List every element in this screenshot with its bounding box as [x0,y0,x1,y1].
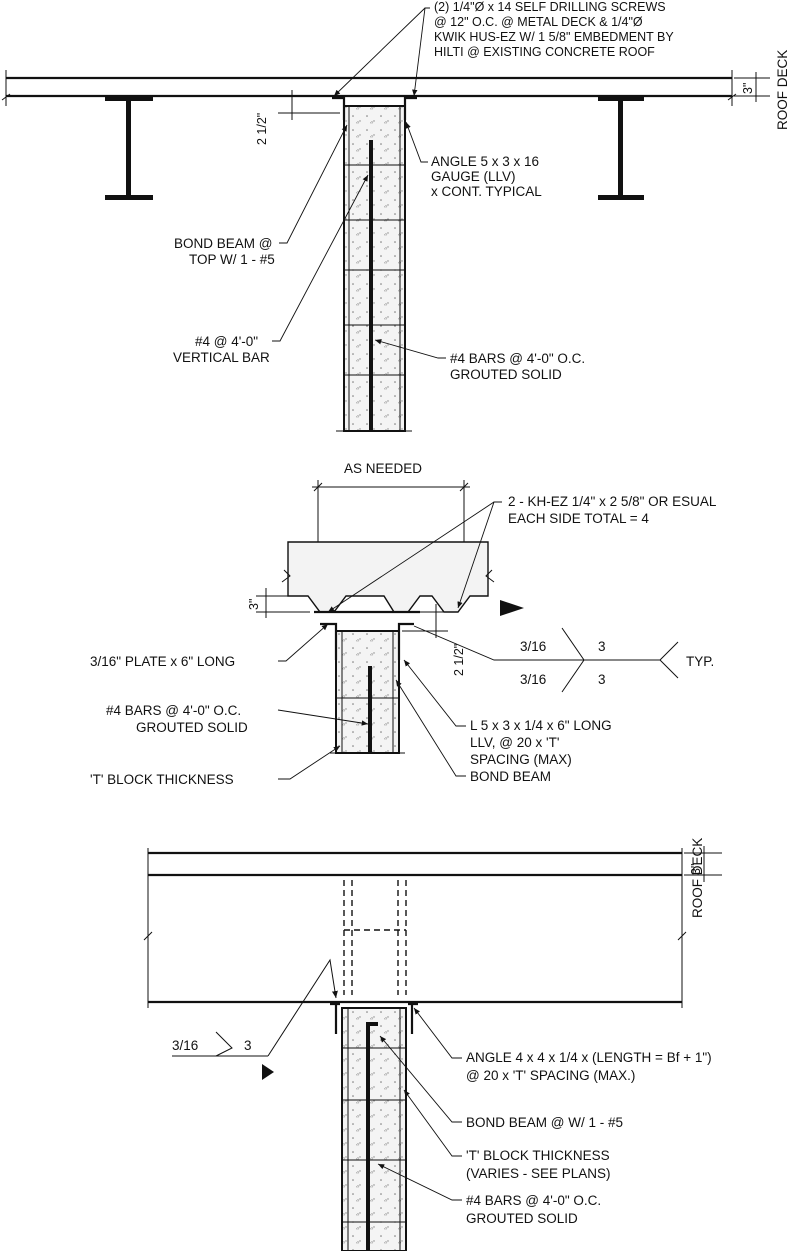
detail-3-section: 3" ROOF DECK 3/16 3 ANGLE 4 x 4 x 1 [143,838,722,1251]
svg-text:@ 12" O.C. @ METAL DECK & 1/4": @ 12" O.C. @ METAL DECK & 1/4"Ø [434,15,643,29]
masonry-wall-2 [330,630,405,754]
svg-text:BOND BEAM @: BOND BEAM @ [174,236,272,251]
svg-text:3/16: 3/16 [172,1038,198,1053]
svg-text:GROUTED SOLID: GROUTED SOLID [450,367,562,382]
weld-flag-1 [500,600,524,616]
svg-text:EACH SIDE TOTAL = 4: EACH SIDE TOTAL = 4 [508,511,649,526]
bond-beam-note-2: BOND BEAM [395,679,551,784]
svg-text:BOND BEAM @ W/ 1 - #5: BOND BEAM @ W/ 1 - #5 [466,1115,623,1130]
gap-dim-2: 2 1/2" [402,604,466,676]
angle-right-2 [397,622,414,660]
angle-note-2: L 5 x 3 x 1/4 x 6" LONG LLV, @ 20 x 'T' … [403,659,612,767]
t-block-note-3: 'T' BLOCK THICKNESS (VARIES - SEE PLANS) [403,1089,611,1181]
roof-deck-label: ROOF DECK [775,50,789,130]
plate-note: 3/16" PLATE x 6" LONG [90,623,329,669]
detail-1-section: 3" ROOF DECK 2 1/2" (2) 1/4"Ø x 14 SELF … [1,0,789,432]
svg-text:ANGLE 5 x 3 x 16: ANGLE 5 x 3 x 16 [431,154,539,169]
svg-text:SPACING (MAX): SPACING (MAX) [470,752,572,767]
roof-deck-band-3 [143,848,687,1008]
gap-dim-label: 2 1/2" [255,113,269,145]
deck-dim-3-label: 3" [689,864,703,875]
svg-text:GROUTED SOLID: GROUTED SOLID [466,1211,578,1226]
svg-text:TYP.: TYP. [686,654,714,669]
steel-beam-left [105,96,153,200]
deck-dim-2-label: 3" [247,599,261,610]
svg-text:3/16: 3/16 [520,639,546,654]
svg-text:@ 20 x 'T' SPACING (MAX.): @ 20 x 'T' SPACING (MAX.) [466,1068,635,1083]
bond-beam-note: BOND BEAM @ TOP W/ 1 - #5 [174,124,348,267]
svg-text:#4 BARS @ 4'-0" O.C.: #4 BARS @ 4'-0" O.C. [466,1193,601,1208]
angle-left [332,96,346,120]
deck-dimension: 3" ROOF DECK [734,50,789,130]
svg-text:TOP W/ 1 - #5: TOP W/ 1 - #5 [189,252,275,267]
svg-text:VERTICAL BAR: VERTICAL BAR [173,350,270,365]
svg-text:L 5 x 3 x 1/4 x 6" LONG: L 5 x 3 x 1/4 x 6" LONG [470,718,612,733]
angle-left-3 [330,1002,340,1034]
bars-note-3: #4 BARS @ 4'-0" O.C. GROUTED SOLID [377,1163,601,1226]
svg-text:LLV, @ 20 x 'T': LLV, @ 20 x 'T' [470,735,559,750]
svg-text:(2) 1/4"Ø x 14 SELF DRILLING S: (2) 1/4"Ø x 14 SELF DRILLING SCREWS [434,0,666,14]
bars-note: #4 BARS @ 4'-0" O.C. GROUTED SOLID [374,339,585,382]
masonry-wall [336,105,412,432]
weld-symbol-3: 3/16 3 [172,958,338,1080]
svg-text:KWIK HUS-EZ W/ 1 5/8" EMBEDMEN: KWIK HUS-EZ W/ 1 5/8" EMBEDMENT BY [434,30,674,44]
svg-text:HILTI @ EXISTING CONCRETE ROOF: HILTI @ EXISTING CONCRETE ROOF [434,45,655,59]
screws-note: (2) 1/4"Ø x 14 SELF DRILLING SCREWS @ 12… [333,0,674,97]
detail-2-section: AS NEEDED 3" [90,461,717,787]
angle-note: ANGLE 5 x 3 x 16 GAUGE (LLV) x CONT. TYP… [405,121,542,199]
gap-dim-2-label: 2 1/2" [452,644,466,676]
masonry-wall-3 [341,1007,407,1251]
svg-text:x CONT. TYPICAL: x CONT. TYPICAL [431,184,542,199]
svg-text:(VARIES - SEE PLANS): (VARIES - SEE PLANS) [466,1166,611,1181]
svg-text:3: 3 [244,1038,252,1053]
weld-symbol-2: 3/16 3 3/16 3 TYP. [413,625,714,693]
svg-text:AS NEEDED: AS NEEDED [344,461,422,476]
angle-right-3 [408,1002,418,1034]
bars-note-2: #4 BARS @ 4'-0" O.C. GROUTED SOLID [106,703,369,735]
svg-text:BOND BEAM: BOND BEAM [470,769,551,784]
angle-right [403,96,417,120]
dashed-block [343,880,407,995]
svg-text:#4 @ 4'-0": #4 @ 4'-0" [195,334,258,349]
vertical-bar-note: #4 @ 4'-0" VERTICAL BAR [173,174,369,365]
svg-text:2 - KH-EZ 1/4" x 2 5/8" OR ESU: 2 - KH-EZ 1/4" x 2 5/8" OR ESUAL [508,494,717,509]
svg-text:3/16: 3/16 [520,672,546,687]
gap-dimension: 2 1/2" [255,90,340,145]
deck-dim-2: 3" [247,588,310,618]
deck-dim-3: 3" ROOF DECK [684,838,722,918]
angle-note-3: ANGLE 4 x 4 x 1/4 x (LENGTH = Bf + 1") @… [413,1007,712,1083]
svg-text:3: 3 [598,672,606,687]
bond-beam-note-3: BOND BEAM @ W/ 1 - #5 [379,1035,623,1130]
svg-text:#4 BARS @ 4'-0" O.C.: #4 BARS @ 4'-0" O.C. [106,703,241,718]
concrete-roof-slab [281,541,495,614]
steel-beam-right [598,96,644,200]
svg-text:3/16" PLATE x 6" LONG: 3/16" PLATE x 6" LONG [90,654,235,669]
deck-dim-label: 3" [741,83,755,94]
svg-text:'T' BLOCK THICKNESS: 'T' BLOCK THICKNESS [90,772,234,787]
svg-text:ANGLE 4 x 4 x 1/4 x (LENGTH =: ANGLE 4 x 4 x 1/4 x (LENGTH = Bf + 1") [466,1050,712,1065]
svg-text:GROUTED SOLID: GROUTED SOLID [136,720,248,735]
svg-text:GAUGE (LLV): GAUGE (LLV) [431,169,516,184]
roof-deck-label-3: ROOF DECK [690,838,705,918]
svg-text:3: 3 [598,639,606,654]
svg-text:#4 BARS @ 4'-0" O.C.: #4 BARS @ 4'-0" O.C. [450,351,585,366]
anchor-note: 2 - KH-EZ 1/4" x 2 5/8" OR ESUAL EACH SI… [327,494,717,613]
svg-text:'T' BLOCK THICKNESS: 'T' BLOCK THICKNESS [466,1148,610,1163]
t-block-note: 'T' BLOCK THICKNESS [90,745,341,787]
